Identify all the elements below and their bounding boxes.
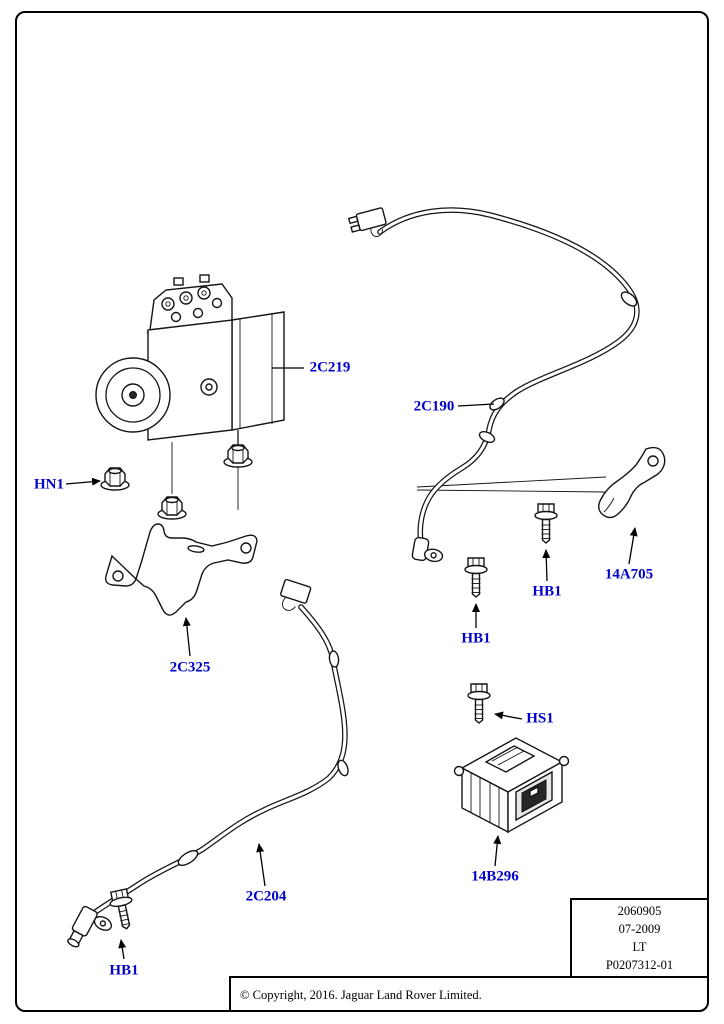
callout-hb1-right[interactable]: HB1: [532, 583, 562, 600]
leader-lines: [65, 367, 638, 960]
drawing-reference: P0207312-01: [605, 958, 674, 973]
pump-motor: [95, 357, 171, 433]
callout-2c325[interactable]: 2C325: [169, 659, 211, 676]
sensor-head: [67, 905, 113, 948]
callout-2c190[interactable]: 2C190: [413, 398, 455, 415]
title-block: 2060905 07-2009 LT P0207312-01: [570, 898, 709, 978]
callout-2c219[interactable]: 2C219: [309, 359, 351, 376]
drawing-number: 2060905: [617, 903, 662, 918]
drawing-code: LT: [632, 940, 647, 954]
control-module: [453, 737, 570, 834]
callout-hn1[interactable]: HN1: [34, 476, 64, 493]
callout-hb1-bottom[interactable]: HB1: [109, 962, 139, 979]
flange-nuts: [100, 444, 253, 520]
copyright-text: © Copyright, 2016. Jaguar Land Rover Lim…: [240, 987, 482, 1002]
callout-14a705[interactable]: 14A705: [604, 566, 654, 583]
abs-modulator: [95, 274, 285, 510]
harness-sensor-tip: [411, 536, 444, 563]
front-abs-sensor-harness: [347, 207, 640, 563]
copyright-bar: © Copyright, 2016. Jaguar Land Rover Lim…: [229, 976, 709, 1012]
sensor-bracket: [598, 446, 666, 519]
callout-hs1[interactable]: HS1: [526, 710, 554, 727]
harness-connector: [347, 207, 387, 237]
module-connector: [515, 770, 553, 822]
harness-routing-lines: [416, 476, 607, 493]
page-border-frame: [15, 11, 709, 1012]
sensor-connector: [280, 578, 312, 611]
callout-14b296[interactable]: 14B296: [471, 868, 519, 885]
rear-abs-sensor: [67, 578, 349, 948]
abs-mounting-bracket: [104, 523, 258, 616]
callout-2c204[interactable]: 2C204: [245, 888, 287, 905]
callout-hb1-center[interactable]: HB1: [461, 630, 491, 647]
drawing-date: 07-2009: [618, 921, 661, 936]
